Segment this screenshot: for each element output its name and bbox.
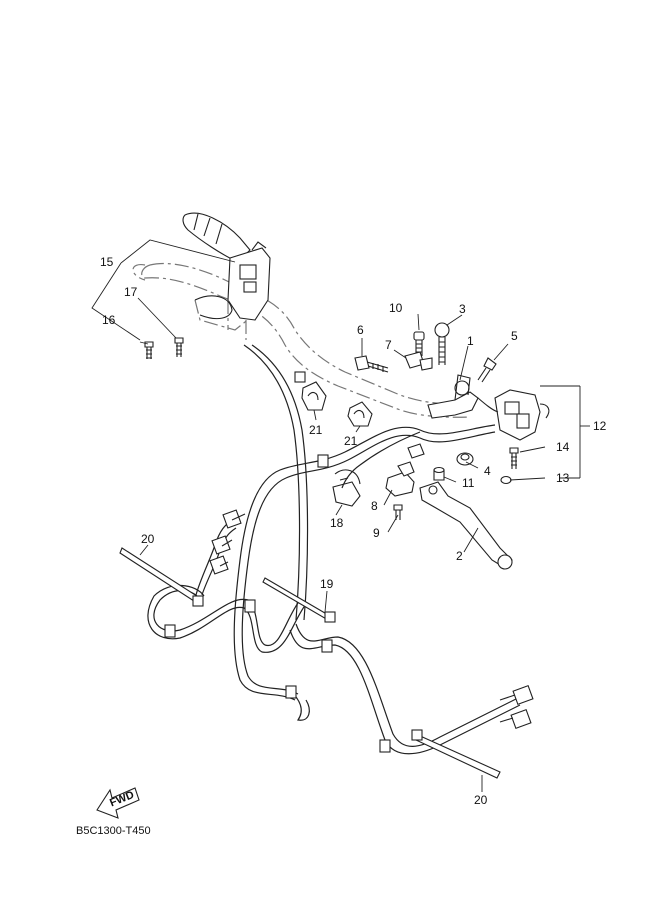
callout-5: 5: [511, 329, 518, 343]
diagram-code: B5C1300-T450: [76, 825, 151, 837]
callout-13: 13: [556, 471, 570, 485]
screw-5: [477, 357, 497, 383]
callout-labels: 1 2 3 4 5 6 7 8 9 10 11 12 13 14 15 16 1…: [100, 255, 607, 807]
callout-7: 7: [385, 338, 392, 352]
callout-9: 9: [373, 526, 380, 540]
cable-tie-20-right: [411, 729, 501, 779]
left-grip: [182, 212, 251, 263]
callout-16: 16: [102, 313, 116, 327]
callout-4: 4: [484, 464, 491, 478]
callout-2: 2: [456, 549, 463, 563]
callout-11: 11: [462, 476, 475, 490]
callout-3: 3: [459, 302, 466, 316]
holder-18: [332, 469, 361, 507]
screw-14: [509, 447, 519, 469]
screw-13: [500, 475, 512, 485]
cable-tie-19: [262, 577, 336, 623]
callout-14: 14: [556, 440, 570, 454]
callout-15: 15: [100, 255, 114, 269]
cable-tie-20-left: [119, 547, 204, 607]
left-switch: [227, 241, 271, 340]
harness-bands: [164, 371, 391, 753]
callout-21-right: 21: [344, 434, 358, 448]
left-lever: [132, 263, 233, 320]
callout-10: 10: [389, 301, 403, 315]
callout-17: 17: [124, 285, 138, 299]
callout-6: 6: [357, 323, 364, 337]
screw-16: [144, 341, 154, 359]
callout-20-right: 20: [474, 793, 488, 807]
callout-18: 18: [330, 516, 344, 530]
callout-12: 12: [593, 419, 607, 433]
bolt-10: [413, 331, 425, 356]
nut-4: [456, 452, 474, 466]
bolt-6: [354, 355, 389, 373]
clamp-21b: [347, 401, 373, 427]
pin-11: [433, 466, 445, 481]
callout-21-left: 21: [309, 423, 323, 437]
clamp-7: [404, 351, 433, 371]
callout-19: 19: [320, 577, 334, 591]
connectors-left: [209, 509, 246, 575]
screw-17: [174, 337, 184, 357]
wire-harness: [147, 342, 521, 755]
brake-lever: [419, 481, 513, 570]
right-switch: [494, 389, 550, 441]
callout-20-left: 20: [141, 532, 155, 546]
lever-bracket: [427, 374, 499, 419]
callout-1: 1: [467, 334, 474, 348]
fwd-arrow-icon: FWD: [96, 787, 140, 819]
clamp-21a: [301, 381, 327, 411]
switch-8: [385, 443, 425, 497]
screw-9: [393, 504, 403, 520]
callout-8: 8: [371, 499, 378, 513]
leader-lines: [91, 239, 590, 792]
bolt-3: [434, 322, 450, 365]
connectors-right: [499, 684, 534, 730]
handlebar-outline: [141, 262, 471, 418]
